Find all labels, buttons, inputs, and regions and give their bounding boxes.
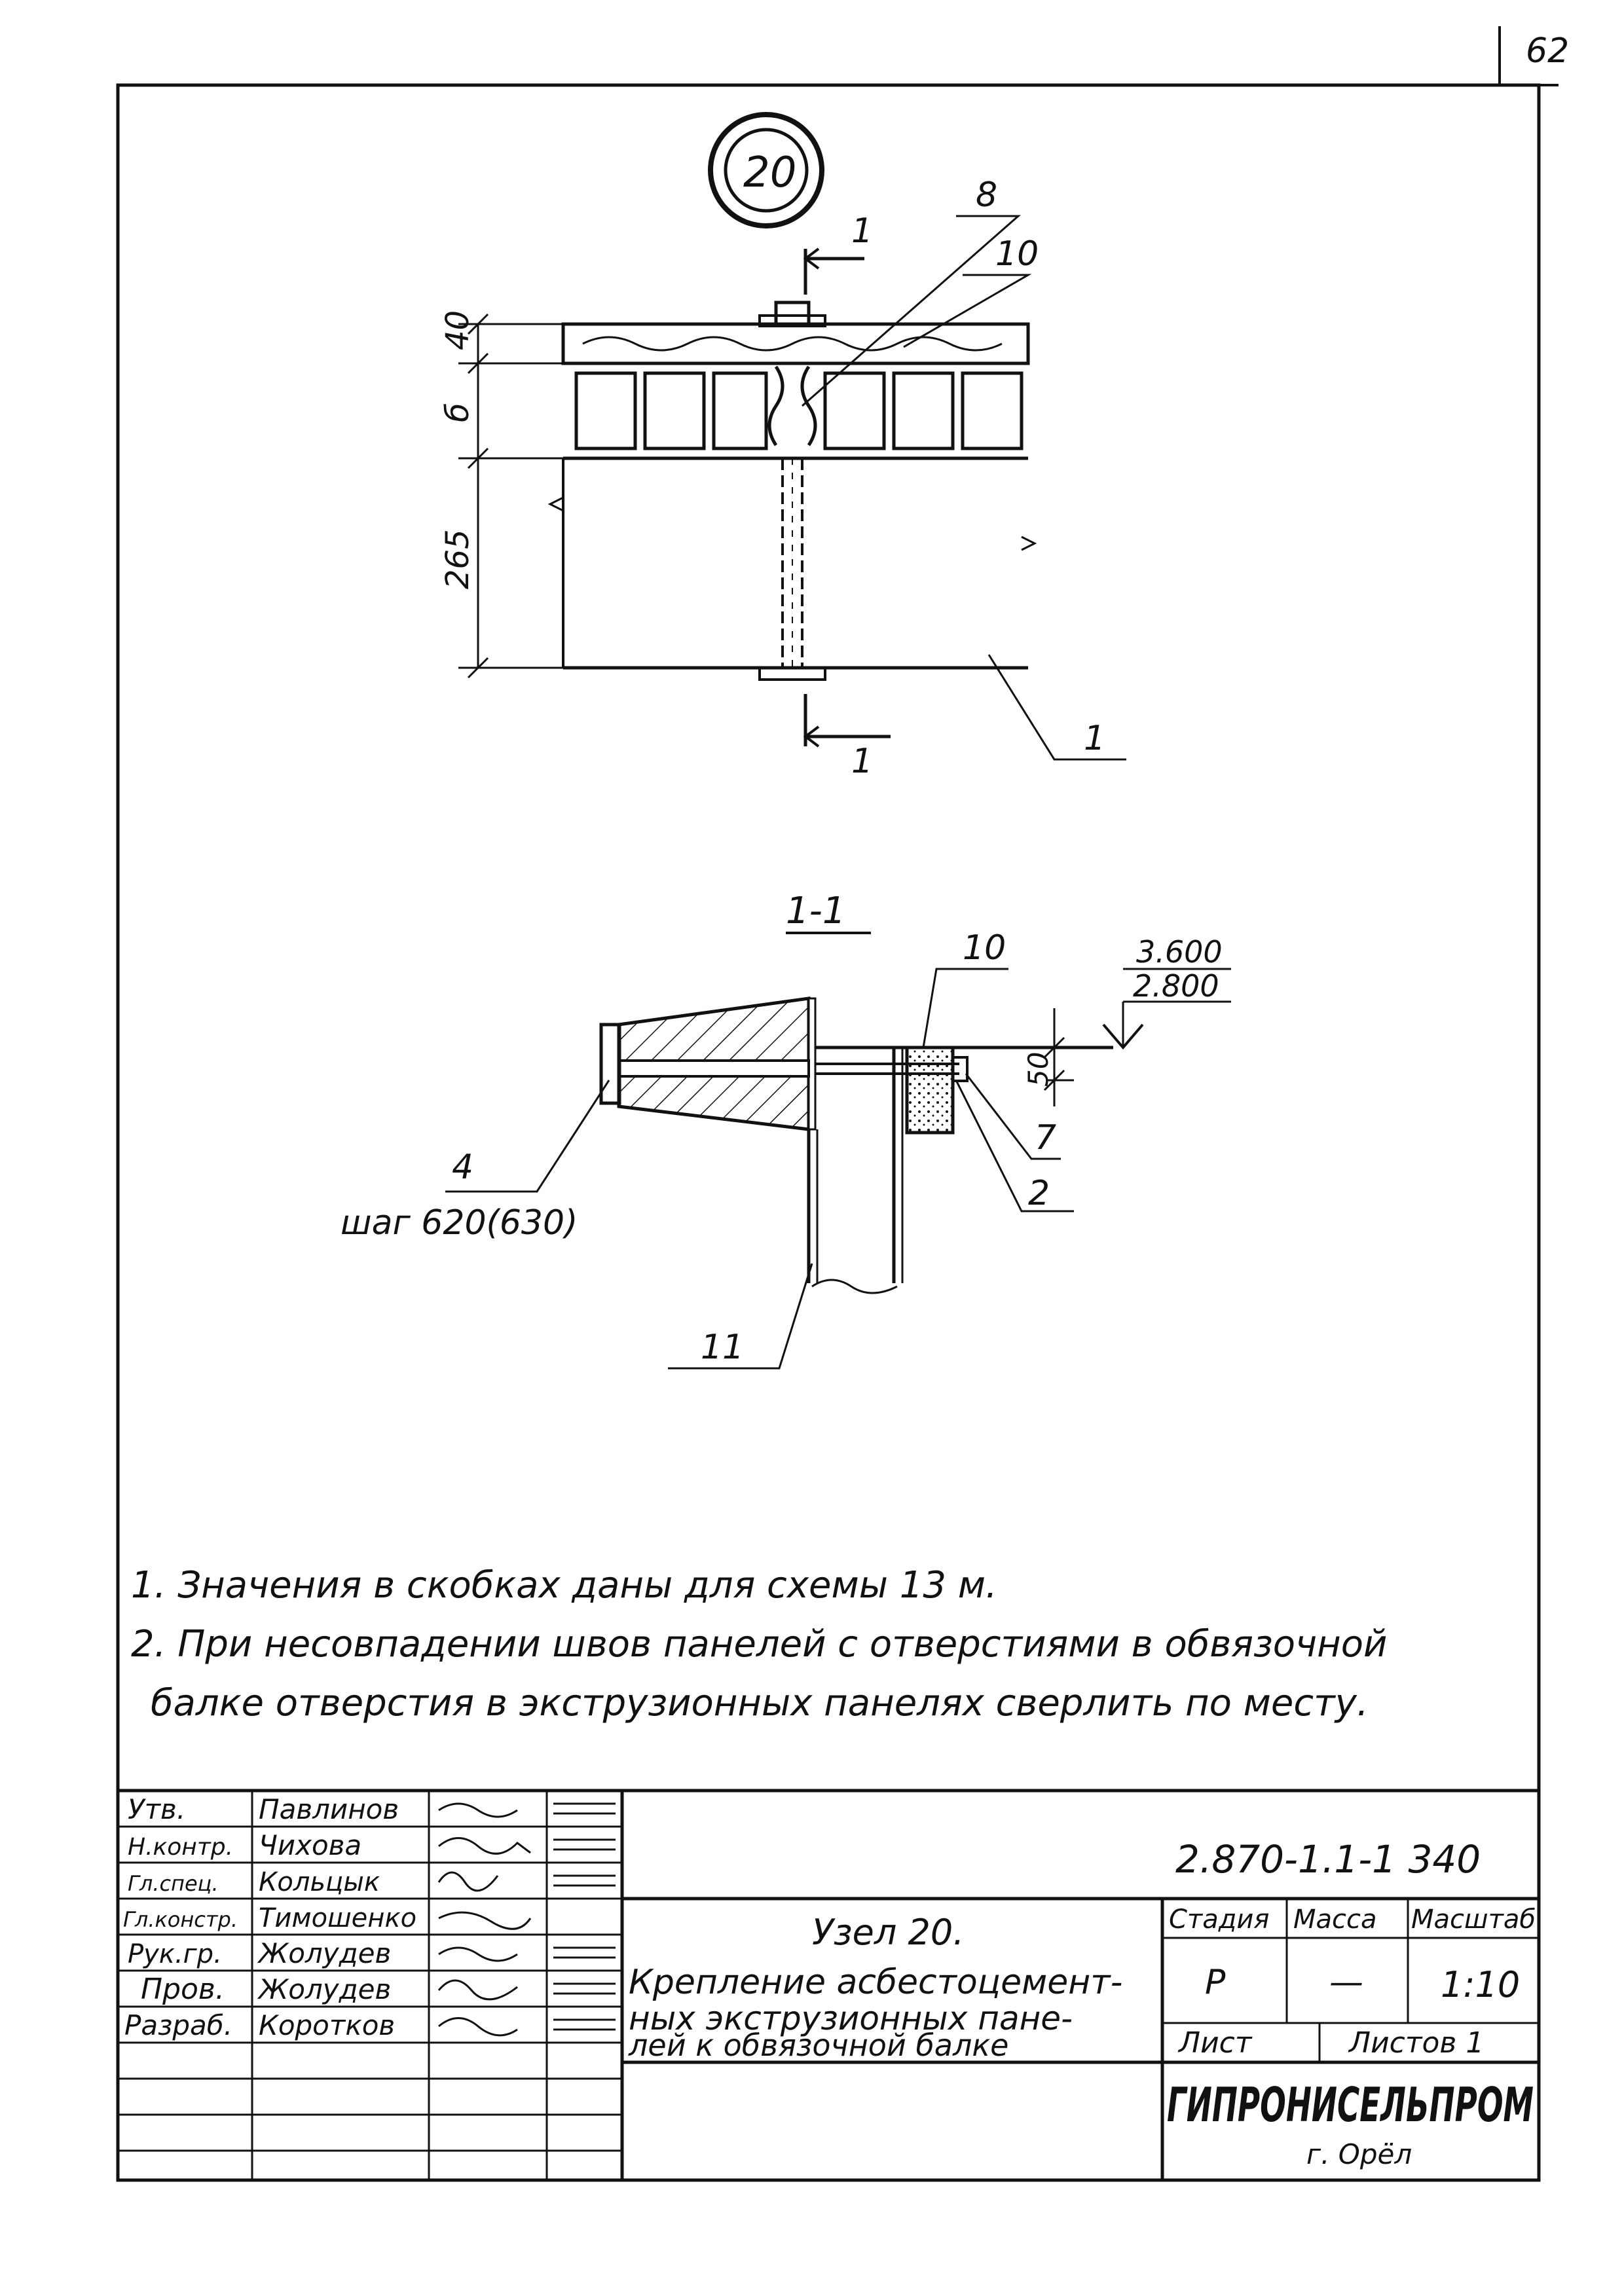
node-number: 20 [743, 149, 796, 197]
plan-leaders [802, 215, 1126, 761]
section-mark-top: 1 [851, 211, 873, 251]
bolt-end-plate [599, 1023, 621, 1105]
callout-1-plan: 1 [1084, 719, 1105, 758]
level-bottom: 2.800 [1133, 968, 1219, 1004]
section-view [445, 932, 1231, 1370]
col-mass: Масса [1293, 1904, 1377, 1935]
callout-4: 4 [452, 1148, 473, 1187]
sig-role-4: Гл.констр. [123, 1907, 238, 1932]
note-1: 1. Значения в скобках даны для схемы 13 … [131, 1564, 997, 1607]
stage-value: Р [1205, 1963, 1226, 2002]
scale-value: 1:10 [1441, 1964, 1520, 2005]
dim-40: 40 [439, 310, 476, 350]
sig-name-4: Тимошенко [259, 1903, 416, 1933]
callout-10-plan: 10 [995, 234, 1039, 274]
level-top: 3.600 [1136, 934, 1223, 970]
org-city: г. Орёл [1306, 2138, 1412, 2170]
org-name: ГИПРОНИСЕЛЬПРОМ [1167, 2077, 1534, 2132]
node-marker: 20 [708, 112, 824, 228]
callout-7: 7 [1035, 1118, 1056, 1157]
plan-labels: 40 б 265 8 10 1 1 1 [439, 175, 1105, 781]
section-cut-top [803, 247, 864, 295]
section-labels: 1-1 10 7 2 11 4 шаг 620(630) 3.600 2.800… [341, 890, 1223, 1367]
col-stage: Стадия [1169, 1904, 1269, 1935]
callout-10-section: 10 [963, 928, 1006, 968]
note-2: 2. При несовпадении швов панелей с отвер… [131, 1623, 1387, 1666]
callout-11: 11 [701, 1328, 744, 1367]
note-2-cont: балке отверстия в экструзионных панелях … [151, 1682, 1369, 1724]
sheet-label: Лист [1177, 2026, 1253, 2060]
callout-8: 8 [976, 175, 997, 215]
sig-role-3: Гл.спец. [128, 1871, 219, 1896]
page-number: 62 [1526, 31, 1569, 71]
notes: 1. Значения в скобках даны для схемы 13 … [131, 1564, 1387, 1724]
sheets-label: Листов 1 [1348, 2026, 1484, 2060]
stamp-info: 2.870-1.1-1 340 Узел 20. Крепление асбес… [628, 1837, 1536, 2170]
dim-265: 265 [439, 529, 476, 589]
title-line-1: Узел 20. [812, 1912, 964, 1953]
sig-role-5: Рук.гр. [128, 1939, 222, 1969]
signature-rows: Утв. Павлинов Н.контр. Чихова Гл.спец. К… [123, 1793, 416, 2041]
step-note: шаг 620(630) [341, 1203, 578, 1243]
filler-block [905, 1046, 955, 1135]
dim-b: б [439, 403, 476, 422]
bolt-head [774, 301, 811, 327]
sig-name-3: Кольцык [259, 1867, 380, 1897]
doc-code: 2.870-1.1-1 340 [1175, 1837, 1481, 1882]
sig-role-1: Утв. [128, 1793, 185, 1825]
title-line-2: Крепление асбестоцемент- [629, 1963, 1122, 2002]
col-scale: Масштаб [1411, 1904, 1536, 1935]
sig-name-7: Коротков [259, 2009, 395, 2041]
sig-role-2: Н.контр. [128, 1834, 233, 1861]
panel-joint [767, 365, 817, 446]
sig-role-6: Пров. [141, 1973, 225, 2006]
section-mark-bottom: 1 [851, 742, 873, 781]
panel-cells [574, 371, 1024, 450]
section-title: 1-1 [786, 890, 845, 932]
title-line-4: лей к обвязочной балке [628, 2028, 1008, 2063]
section-cut-bottom [803, 694, 891, 748]
sig-name-5: Жолудев [257, 1937, 391, 1969]
section-leaders [445, 968, 1074, 1370]
plan-view [458, 215, 1126, 761]
dimension-chain [458, 313, 563, 679]
sig-name-1: Павлинов [259, 1793, 399, 1825]
mass-value: — [1329, 1963, 1363, 2002]
sig-name-2: Чихова [259, 1829, 361, 1861]
title-block [118, 1789, 1539, 2180]
dim-50: 50 [1022, 1052, 1054, 1087]
nut [951, 1056, 969, 1082]
title-line-3: ных экструзионных пане- [629, 1999, 1073, 2037]
sheet-frame [116, 26, 1559, 2182]
sig-role-7: Разраб. [124, 2009, 232, 2041]
bolt-washer-bottom [758, 666, 826, 681]
sig-name-6: Жолудев [257, 1973, 391, 2005]
panel-top-slab [561, 322, 1030, 365]
callout-2: 2 [1028, 1174, 1050, 1213]
